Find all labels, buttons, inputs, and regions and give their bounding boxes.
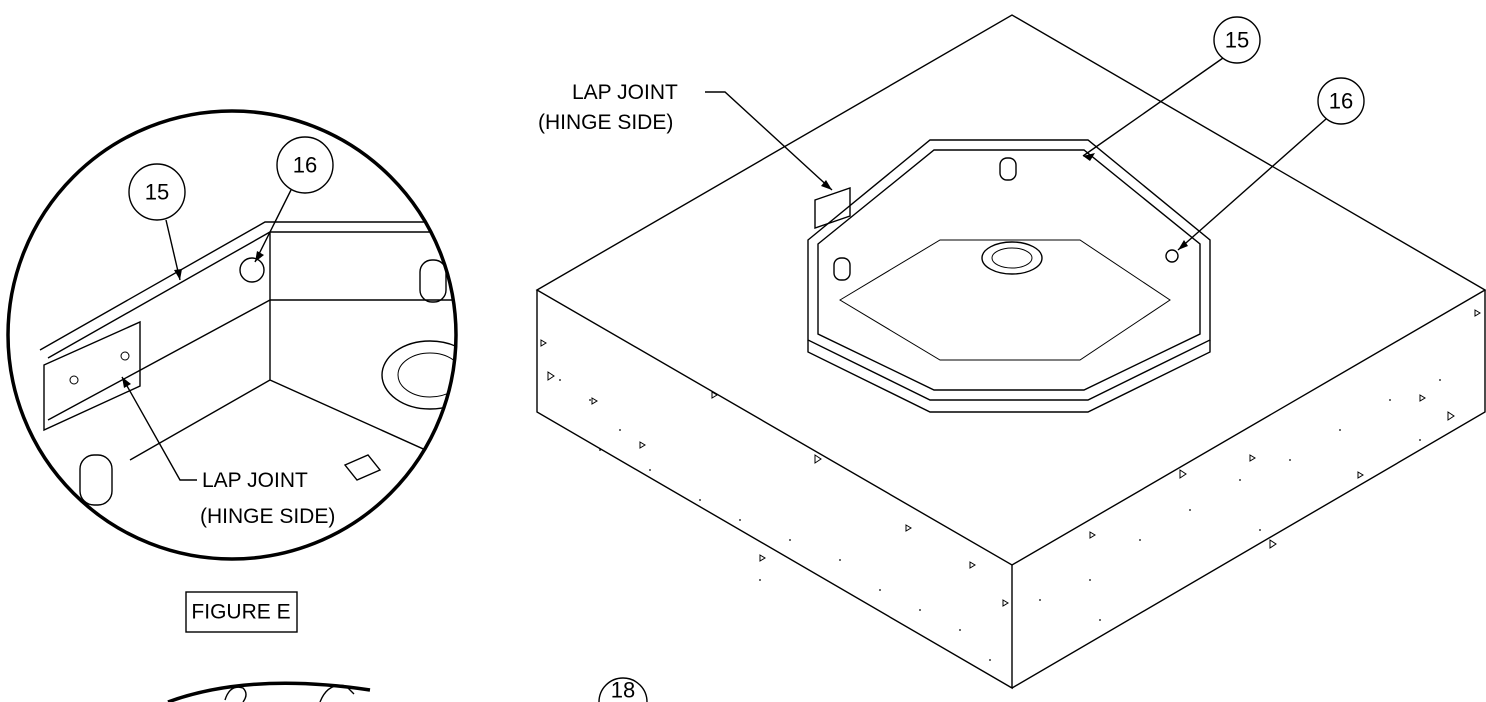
main-lap-joint-line2: (HINGE SIDE): [538, 111, 673, 134]
box-screw: [1165, 249, 1179, 263]
detail-knockout-inner: [397, 352, 456, 398]
main-lap-joint-line1: LAP JOINT: [572, 81, 678, 104]
main-balloon-16-text: 16: [1329, 89, 1353, 114]
detail-clip-tab: [343, 454, 382, 481]
detail-box-rim-inner: [47, 231, 456, 359]
partial-detail-circle: [167, 681, 371, 702]
concrete-texture: [559, 379, 1441, 661]
detail-tab-hole-1: [69, 375, 79, 385]
main-balloon-18: 18: [598, 677, 648, 702]
main-balloon-15-text: 15: [1225, 28, 1249, 53]
octagon-box: [807, 139, 1211, 413]
detail-screw: [239, 257, 265, 283]
detail-balloon-16: 16: [254, 136, 334, 263]
detail-boss-bottom: [79, 454, 113, 506]
box-knockout-inner: [991, 247, 1033, 269]
box-boss-top: [999, 157, 1017, 181]
box-lap-joint-tab: [814, 187, 851, 229]
detail-balloon-15: 15: [128, 163, 186, 281]
detail-box-corner: [129, 232, 456, 471]
figure-e-label: FIGURE E: [185, 591, 298, 633]
detail-tab-hole-2: [120, 351, 130, 361]
detail-circle: [6, 109, 458, 561]
main-balloon-15: 15: [1082, 16, 1261, 161]
detail-view: 15 16 LAP JOINT (HINGE SIDE): [6, 109, 458, 561]
box-boss-left: [833, 257, 851, 281]
detail-balloon-16-text: 16: [293, 153, 317, 178]
detail-lap-joint-tab: [43, 320, 141, 432]
concrete-aggregate: [540, 309, 1481, 607]
main-lap-joint-callout: LAP JOINT (HINGE SIDE): [538, 81, 833, 191]
detail-knockout: [381, 340, 456, 410]
main-balloon-18-text: 18: [611, 678, 635, 702]
box-knockout: [981, 241, 1043, 275]
detail-box-rim: [39, 221, 456, 351]
block-right-face: [1011, 290, 1486, 689]
box-inner-floor: [839, 239, 1171, 361]
main-balloon-16: 16: [1177, 77, 1365, 251]
box-inner-rim: [817, 149, 1201, 391]
detail-boss-right: [419, 259, 447, 303]
detail-lap-joint-callout: LAP JOINT (HINGE SIDE): [121, 376, 335, 528]
box-outer-rim: [807, 139, 1211, 401]
detail-lap-joint-line1: LAP JOINT: [202, 469, 308, 492]
detail-lap-joint-line2: (HINGE SIDE): [200, 505, 335, 528]
figure-e-text: FIGURE E: [191, 601, 290, 624]
concrete-block: [535, 14, 1486, 690]
detail-balloon-15-text: 15: [145, 180, 169, 205]
block-left-face: [536, 290, 1013, 690]
box-wall-lower: [807, 340, 1211, 413]
detail-contents: [39, 221, 456, 506]
